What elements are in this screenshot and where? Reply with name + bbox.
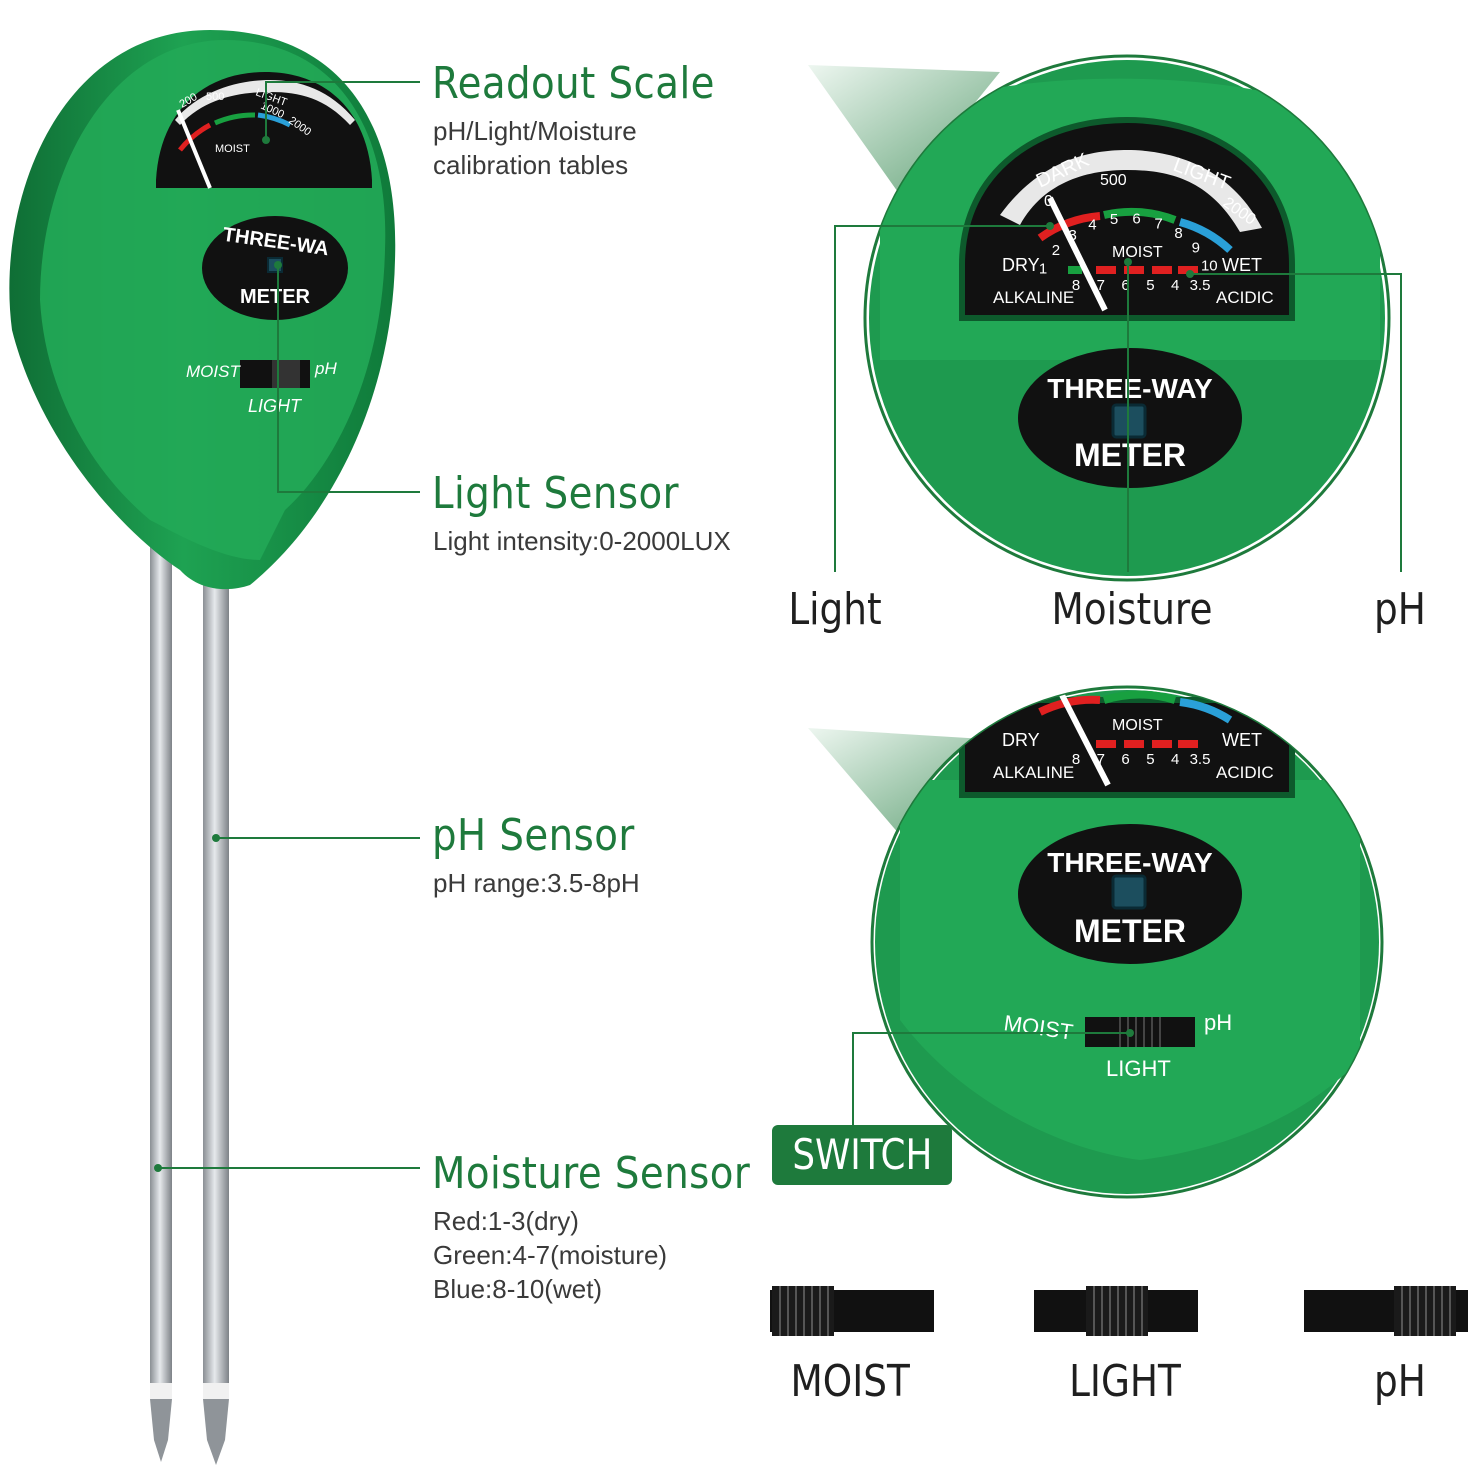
moisture-sensor-desc-2: Green:4-7(moisture) bbox=[433, 1240, 668, 1270]
switch-badge: SWITCH bbox=[772, 1125, 952, 1185]
ph-scale-number-b-5: 3.5 bbox=[1190, 751, 1211, 768]
left-brand-bottom: METER bbox=[240, 286, 311, 308]
wet-label: WET bbox=[1222, 255, 1262, 275]
moist-scale-number-1: 2 bbox=[1052, 242, 1060, 259]
moist-scale-number-3: 4 bbox=[1088, 217, 1096, 234]
left-probe-rod bbox=[150, 525, 172, 1385]
switch-position-light-icon bbox=[1034, 1286, 1198, 1336]
moisture-sensor-desc-3: Blue:8-10(wet) bbox=[433, 1274, 603, 1304]
light-sensor-title: Light Sensor bbox=[432, 468, 679, 519]
moist-scale-number-9: 10 bbox=[1201, 258, 1218, 275]
zoom-switch-ph: pH bbox=[1204, 1010, 1232, 1035]
light-sensor-desc: Light intensity:0-2000LUX bbox=[433, 526, 731, 556]
right-probe-rod bbox=[203, 575, 229, 1385]
switch-ph-label: pH bbox=[1374, 1356, 1426, 1407]
ph-scale-number-1: 7 bbox=[1097, 277, 1105, 294]
readout-scale-desc-1: pH/Light/Moisture bbox=[433, 116, 637, 146]
ph-scale-number-b-4: 4 bbox=[1171, 751, 1179, 768]
ph-scale-number-b-0: 8 bbox=[1072, 751, 1080, 768]
switch-moist-label: MOIST bbox=[790, 1356, 910, 1407]
dial-ph-label: pH bbox=[1374, 584, 1426, 635]
alkaline-label-2: ALKALINE bbox=[993, 763, 1074, 782]
moisture-sensor-title: Moisture Sensor bbox=[432, 1148, 751, 1199]
acidic-label-2: ACIDIC bbox=[1216, 763, 1274, 782]
moist-label: MOIST bbox=[1112, 244, 1163, 261]
dial-leader-lines bbox=[834, 225, 1402, 572]
left-switch-ph: pH bbox=[314, 359, 337, 378]
ph-scale-number-2: 6 bbox=[1121, 277, 1129, 294]
alkaline-label: ALKALINE bbox=[993, 288, 1074, 307]
dry-label-2: DRY bbox=[1002, 730, 1040, 750]
ph-scale-number-4: 4 bbox=[1171, 277, 1179, 294]
left-switch-light: LIGHT bbox=[248, 396, 303, 416]
readout-scale-desc-2: calibration tables bbox=[433, 150, 629, 180]
moist-scale-number-0: 1 bbox=[1039, 260, 1047, 277]
ph-sensor-desc: pH range:3.5-8pH bbox=[433, 868, 640, 898]
moist-label-2: MOIST bbox=[1112, 717, 1163, 734]
readout-scale-title: Readout Scale bbox=[432, 58, 715, 109]
ph-scale-number-5: 3.5 bbox=[1190, 277, 1211, 294]
moist-scale-number-6: 7 bbox=[1154, 215, 1162, 232]
left-meter: MOIST 200 500 LIGHT 1000 2000 THREE-WA M… bbox=[9, 30, 396, 1465]
ph-scale-number-b-1: 7 bbox=[1097, 751, 1105, 768]
ph-scale-number-3: 5 bbox=[1146, 277, 1154, 294]
ph-sensor-title: pH Sensor bbox=[432, 810, 635, 861]
ph-scale-number-0: 8 bbox=[1072, 277, 1080, 294]
zoom-brand-top-2: THREE-WAY bbox=[1047, 847, 1213, 878]
dial-moisture-label: Moisture bbox=[1051, 584, 1213, 635]
switch-position-ph-icon bbox=[1304, 1286, 1468, 1336]
moist-scale-number-4: 5 bbox=[1110, 211, 1118, 228]
zoom-brand-bottom-2: METER bbox=[1074, 913, 1186, 949]
switch-light-label: LIGHT bbox=[1069, 1356, 1181, 1407]
svg-text:500: 500 bbox=[206, 91, 224, 103]
ph-scale-number-b-2: 6 bbox=[1121, 751, 1129, 768]
moist-scale-number-2: 3 bbox=[1069, 227, 1077, 244]
moist-scale-number-7: 8 bbox=[1174, 225, 1182, 242]
left-switch-moist: MOIST bbox=[186, 362, 241, 381]
ph-scale-number-b-3: 5 bbox=[1146, 751, 1154, 768]
zoom-brand-bottom: METER bbox=[1074, 437, 1186, 473]
moisture-sensor-desc-1: Red:1-3(dry) bbox=[433, 1206, 579, 1236]
left-leader-lines bbox=[158, 81, 420, 1169]
moist-scale-number-5: 6 bbox=[1132, 211, 1140, 228]
left-moist-label: MOIST bbox=[215, 143, 250, 155]
wet-label-2: WET bbox=[1222, 730, 1262, 750]
switch-leader-line bbox=[852, 1032, 1130, 1125]
zoom-dial-face bbox=[959, 116, 1295, 321]
switch-badge-label: SWITCH bbox=[792, 1130, 932, 1179]
zoom-brand-top: THREE-WAY bbox=[1047, 373, 1213, 404]
lux-0-label: 0 bbox=[1044, 193, 1053, 210]
moist-scale-number-8: 9 bbox=[1192, 240, 1200, 257]
switch-position-moist-icon bbox=[770, 1286, 934, 1336]
lux-500-label: 500 bbox=[1100, 172, 1127, 189]
acidic-label: ACIDIC bbox=[1216, 288, 1274, 307]
dial-light-label: Light bbox=[788, 584, 882, 635]
zoom-switch-light: LIGHT bbox=[1106, 1056, 1171, 1081]
dry-label: DRY bbox=[1002, 255, 1040, 275]
